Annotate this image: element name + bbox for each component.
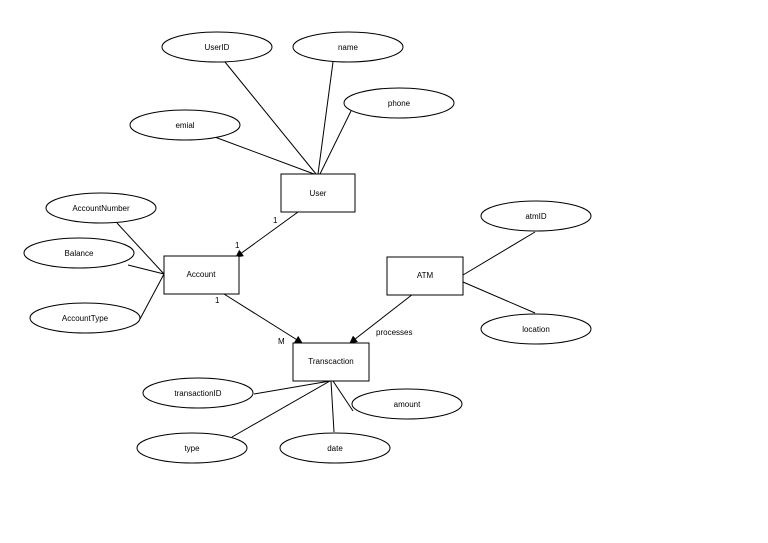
connector-user-name (317, 61, 334, 175)
connector-account-accounttype (139, 273, 165, 320)
svg-text:Balance: Balance (65, 249, 94, 258)
svg-text:atmID: atmID (525, 212, 547, 221)
svg-text:Transcaction: Transcaction (308, 357, 354, 366)
connector-account-accountnumber (116, 222, 165, 275)
attribute-account-type: AccountType (29, 302, 141, 334)
entity-transaction: Transcaction (292, 342, 370, 382)
attribute-account-number: AccountNumber (45, 192, 157, 224)
cardinality-account-side-user: 1 (235, 241, 240, 250)
svg-text:emial: emial (175, 121, 194, 130)
connector-user-email (211, 135, 315, 175)
svg-text:name: name (338, 43, 359, 52)
connector-transaction-date (330, 380, 335, 433)
attribute-amount: amount (351, 388, 463, 420)
relationship-edges (223, 211, 414, 344)
connector-transaction-amount (332, 380, 354, 412)
attribute-atm-id: atmID (480, 200, 592, 232)
relationship-atm-transaction (349, 293, 414, 344)
entity-account: Account (163, 255, 240, 295)
attribute-type: type (136, 432, 248, 464)
connector-transaction-type (231, 380, 331, 438)
relationship-label-processes: processes (376, 328, 412, 337)
attribute-transaction-id: transactionID (142, 377, 254, 409)
svg-text:transactionID: transactionID (174, 389, 221, 398)
svg-text:AccountType: AccountType (62, 314, 109, 323)
svg-text:UserID: UserID (205, 43, 230, 52)
svg-text:type: type (184, 444, 200, 453)
svg-text:amount: amount (394, 400, 421, 409)
attribute-connectors (116, 61, 536, 438)
connector-atm-atmid (462, 231, 536, 276)
svg-text:AccountNumber: AccountNumber (72, 204, 130, 213)
relationship-account-transaction (223, 293, 303, 344)
svg-text:Account: Account (187, 270, 217, 279)
cardinality-transaction-side: M (278, 337, 285, 346)
relationship-user-account (235, 211, 299, 258)
connector-user-phone (319, 110, 352, 175)
attribute-phone: phone (343, 87, 455, 119)
connector-atm-location (462, 281, 536, 314)
cardinality-account-side-transaction: 1 (215, 296, 220, 305)
attribute-location: location (480, 313, 592, 345)
cardinality-user-side: 1 (273, 216, 278, 225)
connector-transaction-transactionid (253, 380, 331, 395)
attribute-date: date (279, 432, 391, 464)
connector-user-userid (224, 61, 317, 175)
entity-user: User (280, 173, 356, 213)
svg-text:ATM: ATM (417, 271, 434, 280)
entity-atm: ATM (386, 256, 464, 296)
svg-text:User: User (310, 189, 327, 198)
attribute-email: emial (129, 109, 241, 141)
svg-text:location: location (522, 325, 550, 334)
connector-account-balance (127, 264, 165, 275)
svg-text:phone: phone (388, 99, 411, 108)
attribute-name: name (292, 31, 404, 63)
attribute-user-id: UserID (161, 31, 273, 63)
svg-text:date: date (327, 444, 343, 453)
attribute-balance: Balance (23, 237, 135, 269)
